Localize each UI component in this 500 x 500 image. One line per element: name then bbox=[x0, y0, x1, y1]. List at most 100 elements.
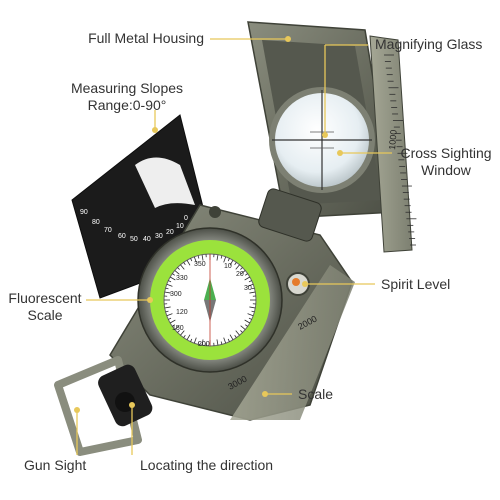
svg-text:10: 10 bbox=[224, 263, 232, 270]
svg-text:40: 40 bbox=[143, 236, 151, 243]
dial-tick bbox=[227, 258, 230, 262]
dial-tick bbox=[220, 255, 223, 259]
svg-text:1000: 1000 bbox=[387, 129, 399, 150]
dial-tick bbox=[244, 276, 251, 281]
svg-text:200: 200 bbox=[198, 341, 210, 348]
dial-tick bbox=[172, 324, 176, 327]
dial-tick bbox=[190, 338, 193, 342]
svg-text:60: 60 bbox=[118, 233, 126, 240]
svg-text:20: 20 bbox=[166, 229, 174, 236]
label-locating-direction: Locating the direction bbox=[140, 457, 273, 474]
svg-text:80: 80 bbox=[92, 219, 100, 226]
dial-tick bbox=[186, 259, 191, 266]
hinge bbox=[209, 188, 322, 242]
compass-dial: 10 20 30 350 330 300 200 150 120 bbox=[137, 227, 283, 373]
dial-tick bbox=[251, 287, 255, 290]
callout-lines bbox=[74, 36, 392, 455]
label-scale: Scale bbox=[298, 386, 333, 403]
label-gun-sight-text: Gun Sight bbox=[24, 457, 87, 473]
label-cross-sighting-line1: Cross Sighting bbox=[400, 145, 492, 161]
dial-tick bbox=[174, 270, 180, 275]
dial-tick bbox=[177, 330, 180, 333]
svg-text:90: 90 bbox=[80, 209, 88, 216]
dial-tick bbox=[248, 317, 252, 320]
dial-tick bbox=[174, 325, 180, 330]
dial-tick bbox=[165, 287, 169, 290]
label-spirit-level: Spirit Level bbox=[381, 276, 450, 293]
label-gun-sight: Gun Sight bbox=[24, 457, 86, 474]
dial-tick bbox=[234, 262, 237, 266]
dial-tick bbox=[165, 310, 169, 313]
dial-tick bbox=[216, 254, 219, 261]
dial-tick bbox=[220, 341, 223, 345]
svg-text:10: 10 bbox=[176, 223, 184, 230]
label-scale-text: Scale bbox=[298, 386, 334, 402]
svg-text:120: 120 bbox=[176, 309, 188, 316]
dial-tick bbox=[183, 334, 186, 338]
label-magnifying-glass: Magnifying Glass bbox=[375, 36, 482, 53]
dial-tick bbox=[247, 283, 254, 287]
label-cross-sighting-window: Cross Sighting Window bbox=[395, 145, 497, 179]
dial-tick bbox=[169, 319, 176, 324]
svg-text:150: 150 bbox=[172, 325, 184, 332]
svg-text:30: 30 bbox=[244, 285, 252, 292]
dial-tick bbox=[223, 256, 227, 263]
dial-tick bbox=[244, 324, 248, 327]
dial-tick bbox=[229, 334, 234, 341]
dial-tick bbox=[229, 259, 234, 266]
label-fluorescent-line2: Scale bbox=[27, 307, 63, 323]
dial-tick bbox=[168, 280, 172, 283]
dial-tick bbox=[216, 339, 219, 346]
dial-tick bbox=[197, 255, 200, 259]
label-measuring-slopes-line2: Range:0-90° bbox=[87, 97, 167, 113]
label-full-metal-housing-text: Full Metal Housing bbox=[88, 30, 204, 46]
dial-tick bbox=[201, 339, 204, 346]
dial-tick bbox=[180, 330, 185, 336]
dial-tick bbox=[240, 270, 246, 275]
svg-text:30: 30 bbox=[155, 233, 163, 240]
svg-text:0: 0 bbox=[184, 215, 188, 222]
dial-tick bbox=[177, 267, 180, 270]
svg-text:20: 20 bbox=[236, 271, 244, 278]
dial-tick bbox=[249, 306, 256, 309]
dial-tick bbox=[227, 338, 230, 342]
dial-tick bbox=[164, 306, 171, 309]
label-magnifying-glass-text: Magnifying Glass bbox=[375, 36, 483, 52]
dial-tick bbox=[186, 334, 191, 341]
dial-tick bbox=[166, 283, 173, 287]
dial-tick bbox=[248, 280, 252, 283]
dial-tick bbox=[193, 256, 197, 263]
svg-text:350: 350 bbox=[194, 261, 206, 268]
dial-tick bbox=[166, 313, 173, 317]
dial-tick bbox=[201, 254, 204, 261]
dial-tick bbox=[240, 325, 246, 330]
dial-tick bbox=[249, 291, 256, 294]
lid-housing bbox=[247, 21, 396, 219]
label-locating-direction-text: Locating the direction bbox=[140, 457, 274, 473]
svg-text:70: 70 bbox=[104, 227, 112, 234]
dial-tick bbox=[240, 330, 243, 333]
dial-tick bbox=[180, 264, 185, 270]
dial-tick bbox=[190, 258, 193, 262]
label-cross-sighting-line2: Window bbox=[421, 162, 471, 178]
dial-tick bbox=[235, 264, 240, 270]
dial-tick bbox=[193, 337, 197, 344]
dial-tick bbox=[235, 330, 240, 336]
label-measuring-slopes: Measuring Slopes Range:0-90° bbox=[62, 80, 192, 114]
lid-ruler: 1000 bbox=[369, 35, 417, 253]
label-spirit-level-text: Spirit Level bbox=[381, 276, 451, 292]
svg-text:50: 50 bbox=[130, 236, 138, 243]
dial-tick bbox=[172, 273, 176, 276]
dial-tick bbox=[244, 273, 248, 276]
dial-tick bbox=[197, 341, 200, 345]
dial-tick bbox=[251, 310, 255, 313]
dial-tick bbox=[244, 319, 251, 324]
label-fluorescent-line1: Fluorescent bbox=[8, 290, 82, 306]
label-fluorescent-scale: Fluorescent Scale bbox=[4, 290, 86, 324]
dial-tick bbox=[240, 267, 243, 270]
dial-tick bbox=[164, 291, 171, 294]
dial-tick bbox=[247, 313, 254, 317]
dial-tick bbox=[223, 337, 227, 344]
svg-text:330: 330 bbox=[176, 275, 188, 282]
